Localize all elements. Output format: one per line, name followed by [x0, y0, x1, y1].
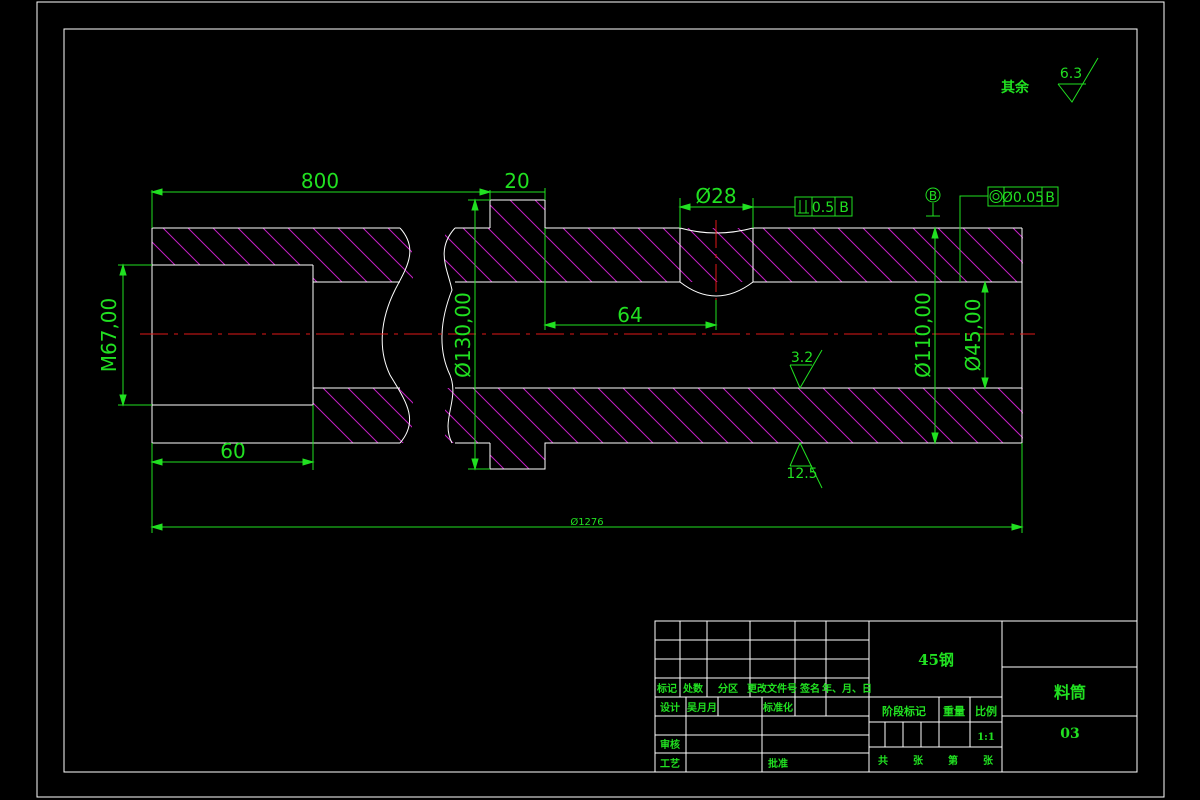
title-block-texts: 45钢 料筒 03 阶段标记 重量 比例 1:1 标记 处数 分区 更改文件号 …: [656, 651, 1086, 770]
sheet-unit: 张: [983, 754, 994, 767]
sheets-unit: 张: [913, 754, 924, 767]
coaxiality-frame: [987, 186, 1059, 207]
perpendicularity-frame: [794, 196, 853, 217]
hatch-group: [445, 388, 1023, 443]
drawing-number: 03: [1060, 726, 1079, 742]
sheet-number-label: 第: [948, 754, 958, 767]
dim-outer-dia: Ø110,00: [911, 292, 935, 378]
review-label: 审核: [660, 738, 680, 751]
dim-bore-dia: Ø45,00: [961, 299, 985, 372]
roughness-general-value: 6.3: [1060, 66, 1082, 82]
total-sheets-label: 共: [878, 754, 888, 767]
dim-64: 64: [617, 303, 642, 327]
design-label: 设计: [660, 701, 680, 714]
approve-label: 批准: [768, 757, 788, 770]
material: 45钢: [918, 651, 954, 669]
hatch-group: [314, 405, 412, 443]
datum-label: B: [929, 189, 937, 203]
outer-border: [36, 1, 1165, 798]
part-name: 料筒: [1054, 683, 1086, 702]
rev-doc: 更改文件号: [747, 682, 797, 695]
hatch-group: [152, 228, 412, 265]
roughness-outer: 12.5: [786, 466, 817, 482]
dim-flange-dia: Ø130,00: [451, 292, 475, 378]
dim-60: 60: [220, 439, 245, 463]
hatch-group: [313, 388, 413, 405]
rev-count: 处数: [682, 682, 704, 695]
roughness-general-label: 其余: [1001, 79, 1030, 96]
inner-border: [63, 28, 1138, 773]
designer-name: 吴月月: [687, 702, 717, 714]
weight-label: 重量: [943, 704, 965, 718]
coax-value: Ø0.05: [1002, 190, 1044, 206]
tolerance-frames: [794, 186, 1059, 217]
process-label: 工艺: [660, 757, 680, 770]
perp-value: 0.5: [812, 200, 834, 216]
rev-zone: 分区: [718, 682, 738, 695]
dim-total: Ø1276: [570, 516, 603, 528]
roughness-bore: 3.2: [791, 350, 813, 366]
dimension-lines: [118, 57, 1099, 533]
hatch-group: [490, 443, 545, 469]
rev-sign: 签名: [799, 682, 820, 695]
scale-label: 比例: [975, 704, 997, 718]
hatch-group: [313, 265, 413, 282]
section-hatching: [152, 200, 1023, 469]
title-block: [654, 620, 1138, 773]
coax-datum: B: [1045, 190, 1055, 206]
dim-800: 800: [301, 169, 339, 193]
center-lines: [140, 220, 1035, 335]
stage-mark: 阶段标记: [882, 704, 926, 718]
rev-date: 年、月、日: [822, 682, 872, 695]
scale-value: 1:1: [977, 732, 995, 743]
hatch-group: [445, 228, 1023, 282]
dimension-texts: 800 20 Ø28 64 60 Ø1276 M67,00 Ø130,00 Ø1…: [97, 66, 1082, 528]
dim-20: 20: [504, 169, 529, 193]
dim-thread: M67,00: [97, 298, 121, 373]
perp-datum: B: [839, 200, 849, 216]
standardize-label: 标准化: [762, 701, 793, 714]
rev-mark: 标记: [656, 682, 677, 695]
hatch-group: [490, 200, 545, 228]
dim-hole-dia: Ø28: [695, 184, 736, 208]
